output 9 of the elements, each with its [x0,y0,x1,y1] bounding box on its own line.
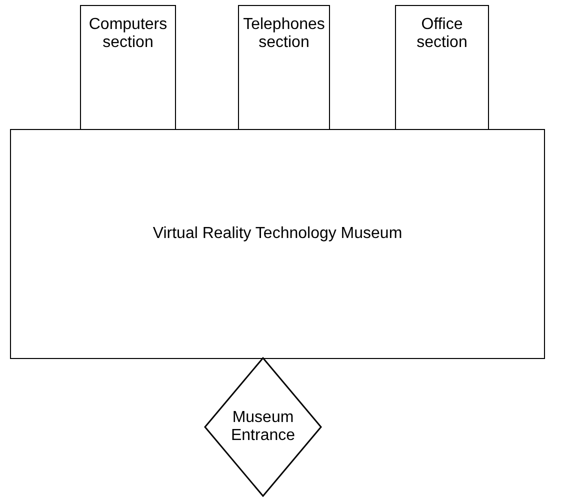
room-label: Computers section [88,16,168,52]
section-box [80,5,176,131]
room-label: Museum Entrance [230,409,296,445]
section-box [395,5,489,131]
entrance-diamond [204,357,322,497]
museum-title: Virtual Reality Technology Museum [152,225,402,243]
section-box [238,5,330,131]
room-label: Office section [416,16,468,52]
room-label: Telephones section [242,16,326,52]
